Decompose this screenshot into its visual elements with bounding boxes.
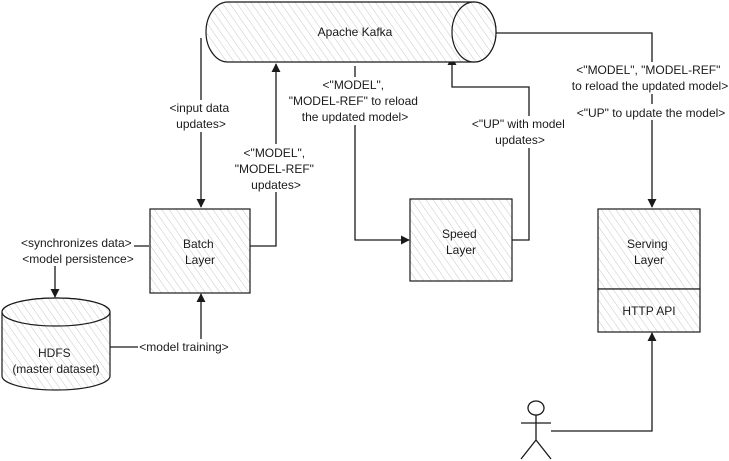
hdfs-label: HDFS (master dataset): [12, 346, 99, 376]
user-icon: [520, 400, 552, 460]
label-model-training: <model training>: [138, 339, 230, 355]
serving-layer-node: Serving Layer: [597, 208, 701, 290]
svg-text:<"UP" with model updates: <"UP" with model updates>: [472, 117, 568, 147]
svg-text:<"MODEL", "MODEL-REF" to: <"MODEL", "MODEL-REF" to reload the upda…: [572, 63, 728, 93]
label-kafka-to-speed: <"MODEL", "MODEL-REF" to reload the upda…: [289, 77, 422, 125]
http-api-label: HTTP API: [622, 304, 675, 318]
svg-text:<input data updates>: <input data updates>: [169, 101, 232, 131]
serving-layer-label: Serving Layer: [627, 237, 671, 267]
hdfs-node: HDFS (master dataset): [1, 297, 111, 391]
speed-layer-node: Speed Layer: [409, 198, 513, 282]
http-api-node: HTTP API: [597, 288, 701, 333]
label-speed-up: <"UP" with model updates>: [472, 116, 570, 148]
batch-layer-node: Batch Layer: [149, 208, 251, 294]
speed-layer-label: Speed Layer: [442, 227, 480, 257]
svg-text:<"UP" to update the model>: <"UP" to update the model>: [577, 106, 726, 120]
edge-user-to-http-api: [551, 332, 657, 432]
svg-text:<"MODEL", "MODEL-REF": <"MODEL", "MODEL-REF" updates>: [235, 146, 318, 192]
batch-layer-label: Batch Layer: [183, 237, 217, 267]
svg-text:<synchronizes data> <mod: <synchronizes data> <model persistence>: [21, 236, 135, 266]
kafka-node: Apache Kafka: [205, 1, 497, 63]
edge-batch-to-kafka: [250, 63, 281, 247]
label-batch-model-updates: <"MODEL", "MODEL-REF" updates>: [235, 144, 318, 192]
edge-kafka-to-serving: [496, 32, 657, 208]
kafka-label: Apache Kafka: [318, 25, 393, 39]
svg-text:<"MODEL", "MODEL-REF" to: <"MODEL", "MODEL-REF" to reload the upda…: [289, 78, 422, 124]
edge-speed-to-kafka: [447, 56, 530, 241]
label-serving-model-ref: <"MODEL", "MODEL-REF" to reload the upda…: [572, 62, 728, 94]
label-input-updates: <input data updates>: [169, 100, 232, 132]
label-sync: <synchronizes data> <model persistence>: [21, 234, 135, 266]
svg-text:<model training>: <model training>: [139, 340, 228, 354]
label-serving-up: <"UP" to update the model>: [576, 104, 726, 120]
